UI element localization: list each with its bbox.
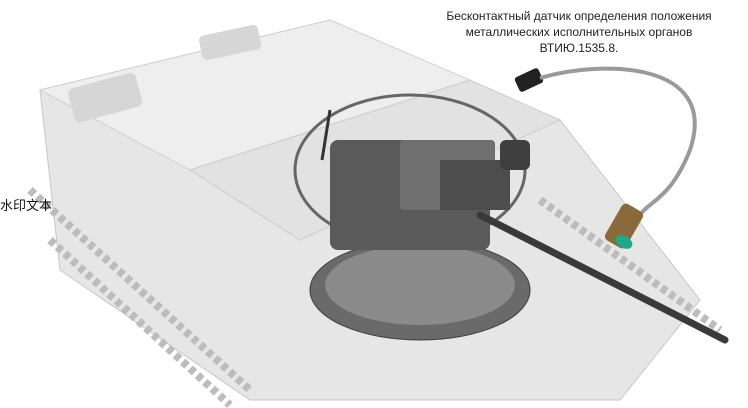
watermark-text: 水印文本 — [0, 199, 53, 214]
turret — [293, 93, 531, 341]
gun-barrel — [476, 211, 729, 344]
caption-line-1: Бесконтактный датчик определения положен… — [446, 9, 712, 23]
caption-line-2: металлических исполнительных органов — [465, 25, 693, 39]
sensor-illustration — [514, 66, 697, 249]
sensor-caption: Бесконтактный датчик определения положен… — [420, 8, 738, 56]
caption-line-3: ВТИЮ.1535.8. — [539, 41, 619, 55]
tracks — [27, 187, 723, 408]
